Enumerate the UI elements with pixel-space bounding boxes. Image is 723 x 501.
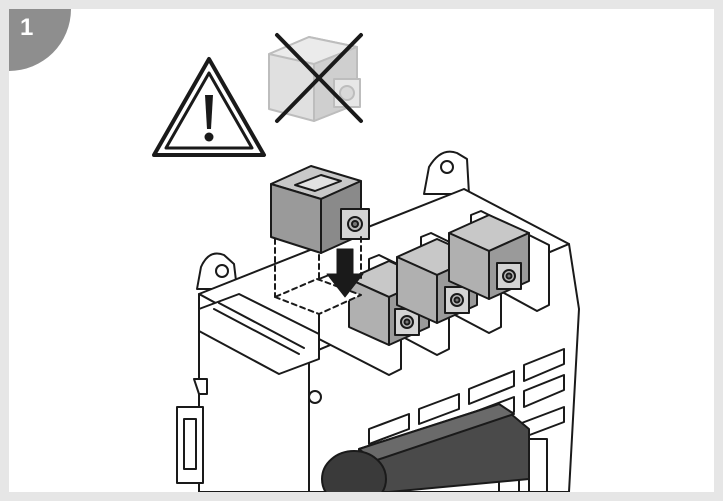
down-arrow-icon bbox=[326, 248, 364, 298]
operating-handle bbox=[321, 403, 530, 492]
assembly-illustration bbox=[152, 33, 580, 492]
terminal-being-inserted bbox=[270, 165, 370, 315]
step-number: 1 bbox=[20, 14, 34, 41]
crossed-out-terminal-icon bbox=[268, 33, 363, 123]
warning-triangle-icon bbox=[152, 57, 266, 157]
installed-terminals bbox=[318, 210, 550, 376]
